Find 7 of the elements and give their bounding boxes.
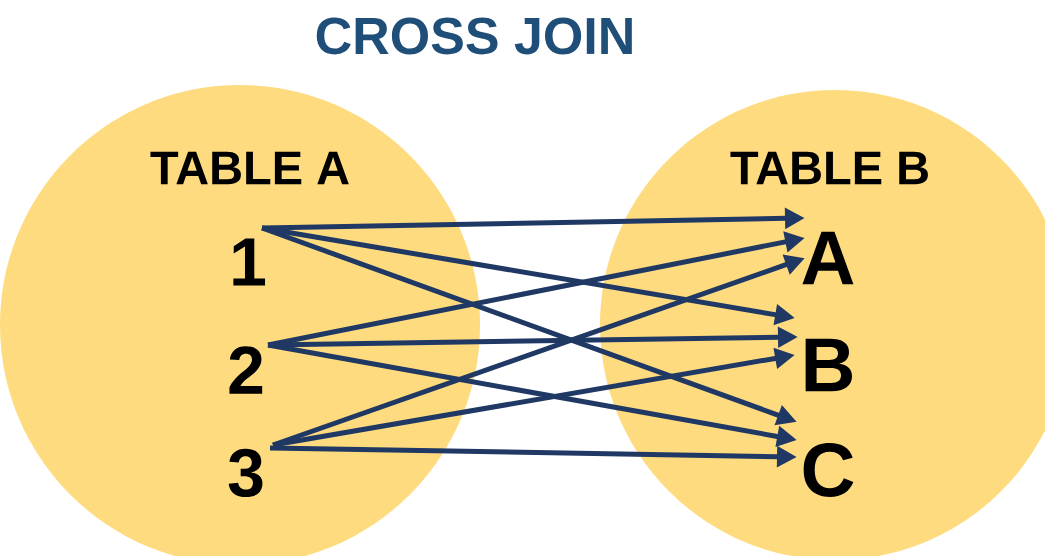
- row-value: A: [802, 231, 854, 285]
- row-value: 2: [229, 346, 263, 394]
- title: CROSS JOIN: [316, 17, 632, 55]
- row-value: B: [805, 338, 852, 392]
- row-value: 3: [228, 448, 263, 498]
- row-value: C: [803, 443, 854, 497]
- row-value: 1: [233, 238, 266, 286]
